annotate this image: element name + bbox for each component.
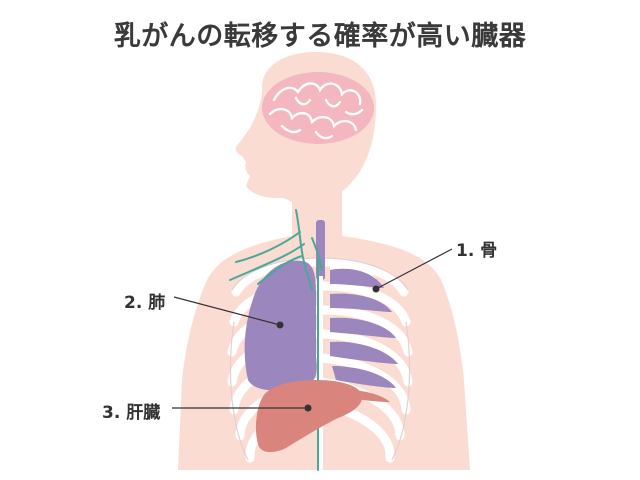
page-title: 乳がんの転移する確率が高い臓器 xyxy=(113,21,527,52)
blood-vessels xyxy=(229,209,323,471)
leader-lines xyxy=(172,248,453,409)
label-bone: 1. 骨 xyxy=(456,241,498,261)
leader-dot-lung xyxy=(276,321,284,329)
leader-dot-liver xyxy=(304,404,312,412)
leader-line-bone xyxy=(375,248,453,290)
rib-outlines xyxy=(229,257,411,461)
brain xyxy=(262,72,374,144)
leader-dots xyxy=(276,285,380,412)
leader-line-lung xyxy=(173,296,281,326)
leader-dot-bone xyxy=(372,285,380,293)
label-liver: 3. 肝臓 xyxy=(102,403,161,423)
label-lung: 2. 肺 xyxy=(124,293,166,313)
liver xyxy=(255,380,363,453)
